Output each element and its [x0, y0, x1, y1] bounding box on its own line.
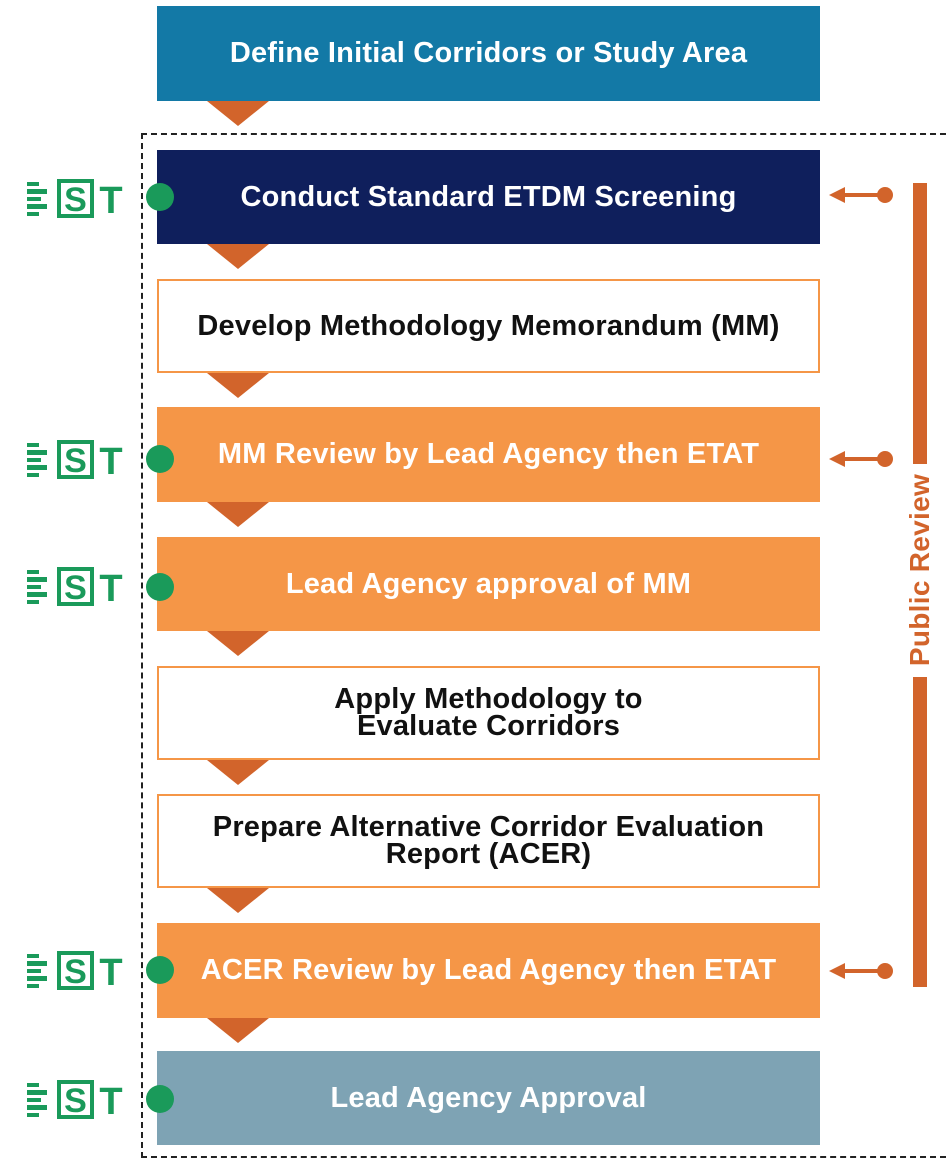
public-review-bar-bottom [913, 677, 927, 987]
connector-dot-icon [146, 445, 174, 473]
down-arrow-icon [207, 373, 269, 398]
svg-text:T: T [99, 180, 122, 218]
est-logo-icon: S T [27, 440, 123, 479]
down-arrow-icon [207, 244, 269, 269]
svg-text:S: S [64, 181, 87, 218]
svg-text:S: S [64, 953, 87, 990]
step-label: Prepare Alternative Corridor Evaluation … [212, 811, 765, 870]
step-label: Develop Methodology Memorandum (MM) [197, 309, 780, 342]
down-arrow-icon [207, 502, 269, 527]
est-logo-icon: S T [27, 179, 123, 218]
step-label: Define Initial Corridors or Study Area [229, 37, 748, 69]
public-review-bar-top [913, 183, 927, 464]
step-label: Apply Methodology to Evaluate Corridors [334, 683, 643, 742]
down-arrow-icon [207, 1018, 269, 1043]
est-logo-icon: S T [27, 1080, 123, 1119]
down-arrow-icon [207, 631, 269, 656]
connector-dot-icon [146, 956, 174, 984]
step-prepare-acer: Prepare Alternative Corridor Evaluation … [157, 794, 820, 888]
step-label: ACER Review by Lead Agency then ETAT [200, 954, 777, 986]
est-logo-icon: S T [27, 951, 123, 990]
step-label: Lead Agency approval of MM [285, 567, 692, 600]
svg-text:S: S [64, 442, 87, 479]
svg-text:S: S [64, 1082, 87, 1119]
step-etdm-screening: Conduct Standard ETDM Screening [157, 150, 820, 244]
svg-text:T: T [99, 568, 122, 606]
step-acer-review: ACER Review by Lead Agency then ETAT [157, 923, 820, 1018]
connector-dot-icon [146, 1085, 174, 1113]
step-develop-memorandum: Develop Methodology Memorandum (MM) [157, 279, 820, 373]
down-arrow-icon [207, 760, 269, 785]
step-define-corridors: Define Initial Corridors or Study Area [157, 6, 820, 101]
process-boundary [141, 133, 946, 1158]
step-label: Conduct Standard ETDM Screening [240, 180, 737, 213]
est-logo-icon: S T [27, 567, 123, 606]
feedback-arrow-icon [829, 187, 893, 203]
step-label: MM Review by Lead Agency then ETAT [217, 438, 760, 470]
down-arrow-icon [207, 101, 269, 126]
svg-text:T: T [99, 952, 122, 990]
svg-text:T: T [99, 441, 122, 479]
connector-dot-icon [146, 573, 174, 601]
connector-dot-icon [146, 183, 174, 211]
feedback-arrow-icon [829, 963, 893, 979]
down-arrow-icon [207, 888, 269, 913]
step-mm-approval: Lead Agency approval of MM [157, 537, 820, 631]
step-mm-review: MM Review by Lead Agency then ETAT [157, 407, 820, 502]
svg-text:T: T [99, 1081, 122, 1119]
step-apply-methodology: Apply Methodology to Evaluate Corridors [157, 666, 820, 760]
feedback-arrow-icon [829, 451, 893, 467]
step-label: Lead Agency Approval [330, 1081, 647, 1114]
step-final-approval: Lead Agency Approval [157, 1051, 820, 1145]
public-review-label: Public Review [904, 473, 935, 667]
svg-text:S: S [64, 569, 87, 606]
